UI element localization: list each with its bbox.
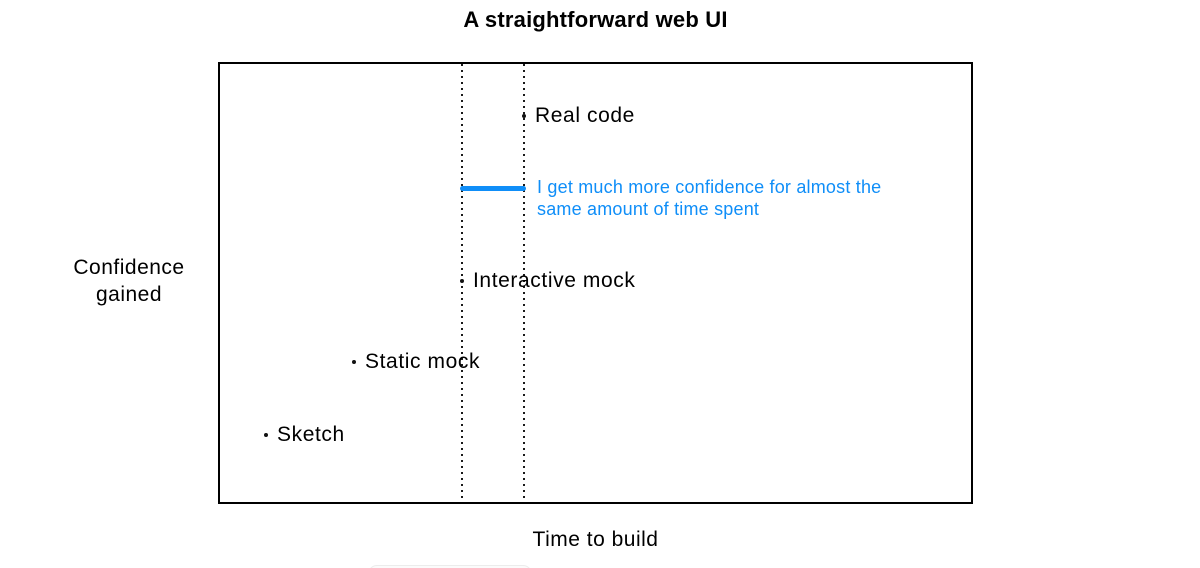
data-point-static-mock: Static mock [352,350,480,374]
annotation-text: I get much more confidence for almost th… [537,176,917,220]
plot-area-border [218,62,973,504]
y-axis-label-line2: gained [95,283,163,306]
annotation-text-line1: I get much more confidence for almost th… [537,177,882,197]
point-bullet-icon [264,433,268,437]
point-bullet-icon [352,360,356,364]
point-label-static-mock: Static mock [365,350,481,373]
y-axis-label: Confidence gained [40,254,218,308]
chart-title: A straightforward web UI [463,7,728,32]
data-point-interactive-mock: Interactive mock [460,269,636,293]
data-point-real-code: Real code [522,104,635,128]
point-label-interactive-mock: Interactive mock [473,269,636,292]
point-label-real-code: Real code [535,104,635,127]
point-bullet-icon [460,279,464,283]
annotation-highlight-segment [460,186,526,191]
annotation-text-line2: same amount of time spent [537,199,760,219]
guide-line-interactive-mock [461,64,463,502]
point-bullet-icon [522,114,526,118]
y-axis-label-line1: Confidence [73,256,185,279]
data-point-sketch: Sketch [264,423,345,447]
guide-line-real-code [523,64,525,502]
point-label-sketch: Sketch [277,423,345,446]
x-axis-label: Time to build [532,528,659,551]
